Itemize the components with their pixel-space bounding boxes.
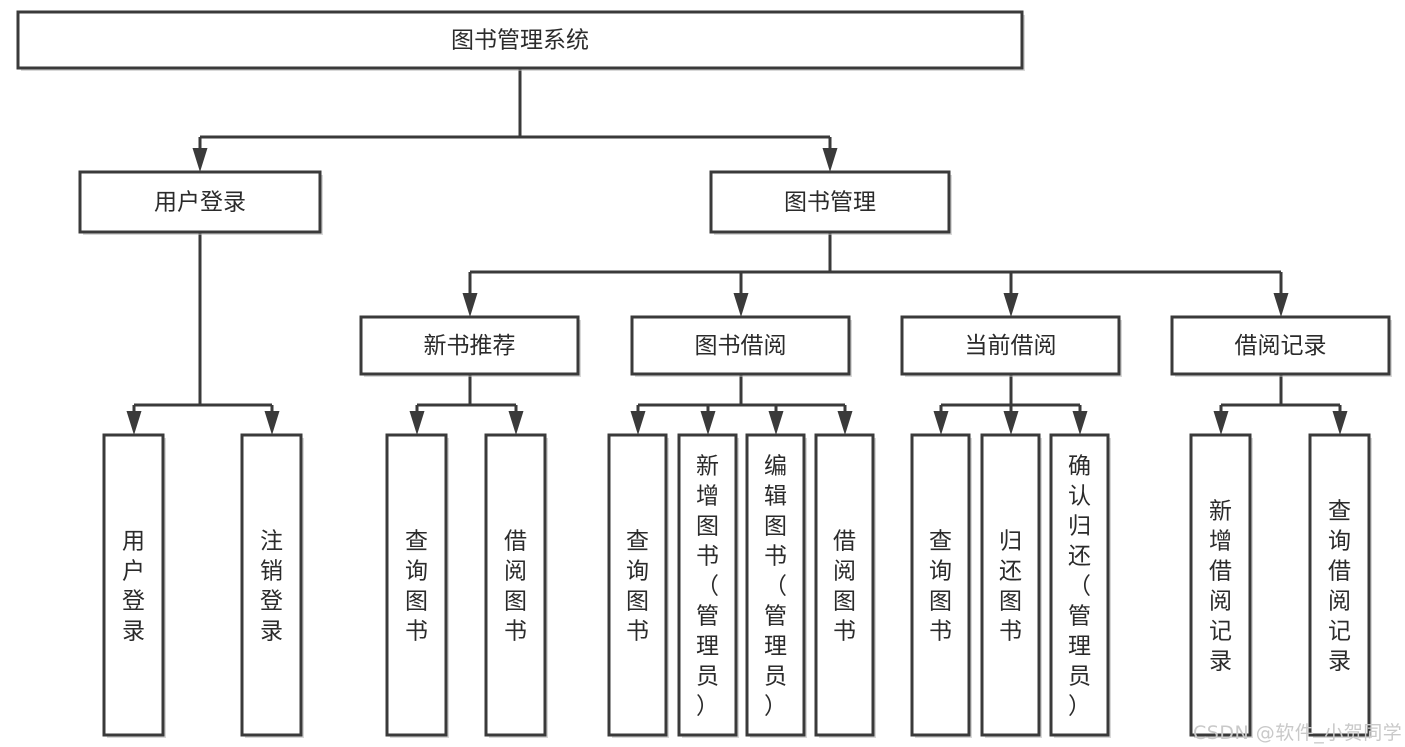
node-current-borrow[interactable]: 当前借阅 <box>900 315 1122 377</box>
arrow-head <box>1072 411 1088 435</box>
node-label: 查询图书 <box>929 528 952 644</box>
node-label: 当前借阅 <box>965 333 1057 359</box>
connector-group-book-manage <box>462 232 1289 317</box>
connector-layer <box>126 68 1348 435</box>
arrow-head <box>700 411 716 435</box>
arrow-head <box>126 411 142 435</box>
node-leaf-borrow-book-1[interactable]: 借阅图书 <box>484 433 548 738</box>
node-book-borrow[interactable]: 图书借阅 <box>630 315 852 377</box>
arrow-head <box>630 411 646 435</box>
node-label: 查询图书 <box>626 528 649 644</box>
node-border[interactable] <box>1189 433 1252 737</box>
node-label: 用户登录 <box>122 528 145 644</box>
node-border[interactable] <box>240 433 303 737</box>
node-label: 图书管理 <box>784 190 876 216</box>
node-leaf-borrow-book-2[interactable]: 借阅图书 <box>814 433 876 738</box>
node-leaf-confirm-return[interactable]: 确认归还（管理员） <box>1049 433 1111 738</box>
connector-group-book-borrow <box>630 374 853 435</box>
node-label: 归还图书 <box>999 528 1022 644</box>
node-border[interactable] <box>78 170 322 234</box>
node-leaf-query-record[interactable]: 查询借阅记录 <box>1308 433 1372 738</box>
node-border[interactable] <box>1170 315 1391 376</box>
node-new-book-rec[interactable]: 新书推荐 <box>359 315 581 377</box>
node-leaf-query-book-1[interactable]: 查询图书 <box>385 433 449 738</box>
node-border[interactable] <box>1049 433 1110 737</box>
arrow-head <box>837 411 853 435</box>
node-leaf-user-login[interactable]: 用户登录 <box>102 433 166 738</box>
node-leaf-query-book-2[interactable]: 查询图书 <box>607 433 669 738</box>
connector-group-root <box>192 68 838 172</box>
node-border[interactable] <box>102 433 165 737</box>
arrow-head <box>264 411 280 435</box>
node-borrow-record[interactable]: 借阅记录 <box>1170 315 1392 377</box>
node-label: 用户登录 <box>154 190 246 216</box>
node-book-manage[interactable]: 图书管理 <box>709 170 952 235</box>
node-border[interactable] <box>709 170 951 234</box>
arrow-head <box>1332 411 1348 435</box>
node-label: 新书推荐 <box>424 333 516 359</box>
node-label: 借阅图书 <box>833 528 856 644</box>
node-border[interactable] <box>980 433 1041 737</box>
node-label: 借阅图书 <box>504 528 527 644</box>
node-border[interactable] <box>900 315 1121 376</box>
node-label: 查询图书 <box>405 528 428 644</box>
node-border[interactable] <box>1308 433 1371 737</box>
node-leaf-query-book-3[interactable]: 查询图书 <box>910 433 972 738</box>
node-label: 注销登录 <box>260 528 283 644</box>
connector-group-current-borrow <box>933 374 1088 435</box>
arrow-head <box>1213 411 1229 435</box>
node-label: 编辑图书（管理员） <box>764 453 787 719</box>
node-border[interactable] <box>359 315 580 376</box>
node-border[interactable] <box>630 315 851 376</box>
node-border[interactable] <box>484 433 547 737</box>
node-leaf-return-book[interactable]: 归还图书 <box>980 433 1042 738</box>
arrow-head <box>933 411 949 435</box>
connector-group-borrow-record <box>1213 374 1348 435</box>
connector-group-user-login <box>126 232 280 435</box>
node-border[interactable] <box>607 433 668 737</box>
node-label: 图书借阅 <box>695 333 787 359</box>
node-label: 新增借阅记录 <box>1209 498 1232 674</box>
arrow-head <box>462 293 478 317</box>
node-layer: 图书管理系统用户登录图书管理新书推荐图书借阅当前借阅借阅记录用户登录注销登录查询… <box>16 10 1392 738</box>
arrow-head <box>1003 293 1019 317</box>
node-label: 新增图书（管理员） <box>696 453 719 719</box>
arrow-head <box>768 411 784 435</box>
arrow-head <box>733 293 749 317</box>
arrow-head <box>822 148 838 172</box>
node-border[interactable] <box>910 433 971 737</box>
node-user-login[interactable]: 用户登录 <box>78 170 323 235</box>
node-border[interactable] <box>814 433 875 737</box>
arrow-head <box>409 411 425 435</box>
node-leaf-user-logout[interactable]: 注销登录 <box>240 433 304 738</box>
connector-group-new-book-rec <box>409 374 524 435</box>
node-label: 查询借阅记录 <box>1328 498 1351 674</box>
node-leaf-add-book[interactable]: 新增图书（管理员） <box>677 433 739 738</box>
node-label: 图书管理系统 <box>451 28 589 54</box>
arrow-head <box>1273 293 1289 317</box>
node-leaf-edit-book[interactable]: 编辑图书（管理员） <box>745 433 807 738</box>
node-leaf-add-record[interactable]: 新增借阅记录 <box>1189 433 1253 738</box>
node-root[interactable]: 图书管理系统 <box>16 10 1025 71</box>
node-border[interactable] <box>16 10 1024 70</box>
node-border[interactable] <box>677 433 738 737</box>
node-border[interactable] <box>745 433 806 737</box>
node-label: 借阅记录 <box>1235 333 1327 359</box>
arrow-head <box>508 411 524 435</box>
node-border[interactable] <box>385 433 448 737</box>
arrow-head <box>1003 411 1019 435</box>
arrow-head <box>192 148 208 172</box>
node-label: 确认归还（管理员） <box>1068 453 1091 719</box>
